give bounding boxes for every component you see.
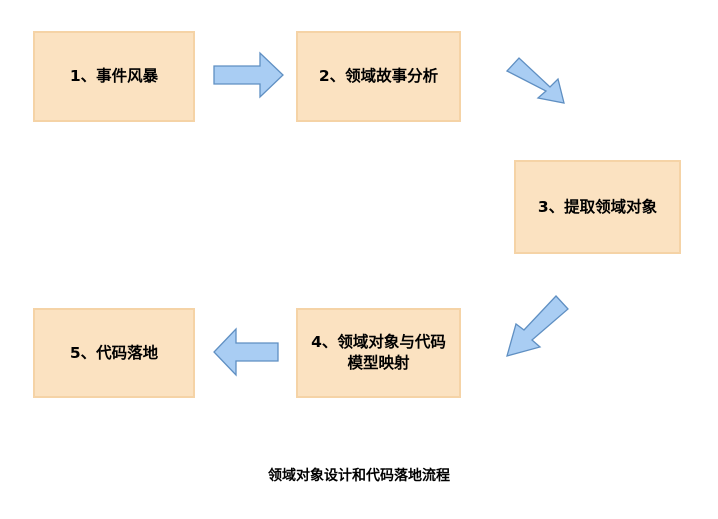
step-4-label: 4、领域对象与代码模型映射 xyxy=(311,333,446,372)
step-5-label: 5、代码落地 xyxy=(69,343,159,362)
step-1-label: 1、事件风暴 xyxy=(69,67,159,85)
step-2-label: 2、领域故事分析 xyxy=(318,67,439,85)
step-5-box: 5、代码落地 xyxy=(33,308,195,398)
step-4-box: 4、领域对象与代码模型映射 xyxy=(296,308,461,398)
step-3-box: 3、提取领域对象 xyxy=(514,160,681,254)
step-3-label: 3、提取领域对象 xyxy=(537,197,658,216)
step-2-box: 2、领域故事分析 xyxy=(296,31,461,122)
step-1-box: 1、事件风暴 xyxy=(33,31,195,122)
diagram-caption: 领域对象设计和代码落地流程 xyxy=(268,468,450,484)
